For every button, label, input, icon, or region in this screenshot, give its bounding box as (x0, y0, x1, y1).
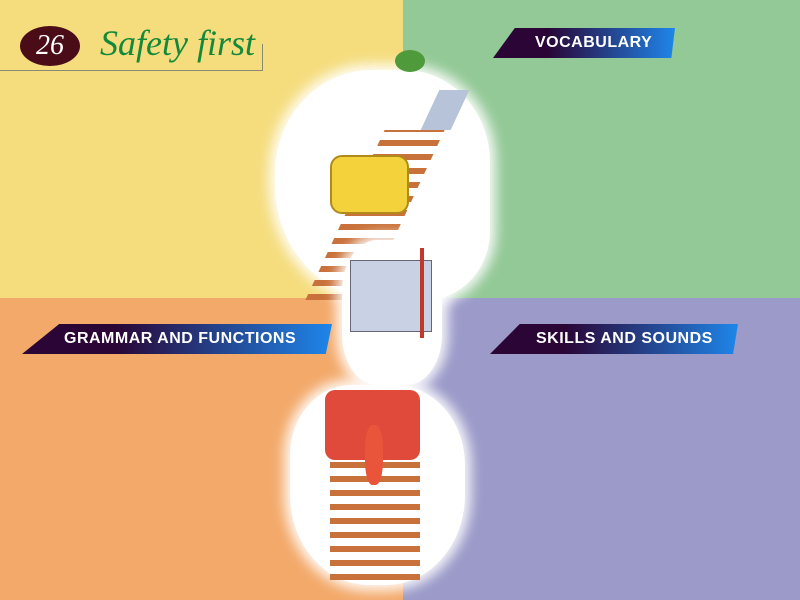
trees-icon (395, 50, 425, 72)
title-divider (0, 70, 263, 71)
dancer-icon (365, 425, 383, 485)
skills-and-sounds-button[interactable]: SKILLS AND SOUNDS (490, 324, 738, 354)
illustration-dancer-on-tracks (290, 385, 465, 585)
unit-number-badge: 26 (20, 26, 80, 66)
unit-title: Safety first (100, 23, 255, 63)
signal-icon (420, 248, 424, 338)
title-divider-vertical (262, 44, 263, 71)
vocabulary-button[interactable]: VOCABULARY (493, 28, 675, 58)
train-icon (420, 90, 470, 130)
armchair-icon (330, 155, 409, 214)
grammar-and-functions-button[interactable]: GRAMMAR AND FUNCTIONS (22, 324, 332, 354)
illustration-train-at-station (342, 240, 442, 385)
train-icon (350, 260, 432, 332)
